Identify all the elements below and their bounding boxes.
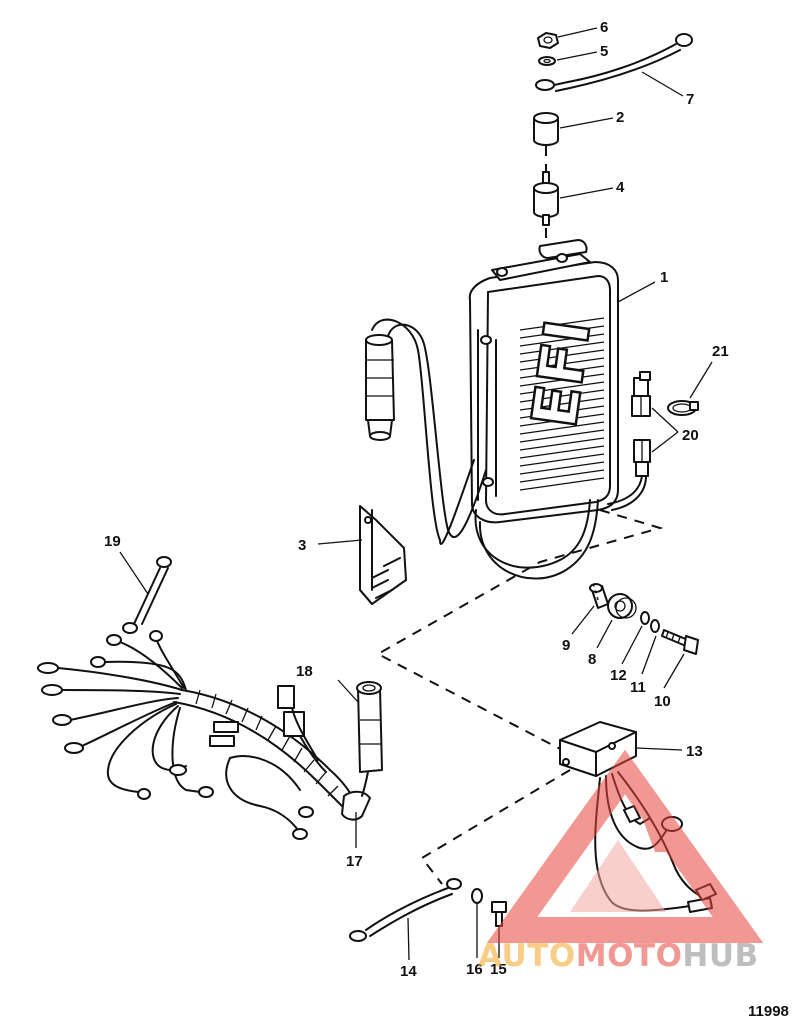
connector-18 <box>356 681 383 797</box>
callout-14: 14 <box>400 963 417 980</box>
watermark-triangle-icon <box>486 749 764 943</box>
watermark-logo: AUTOMOTOHUB <box>478 749 764 974</box>
callout-2: 2 <box>616 109 624 126</box>
callout-10: 10 <box>654 693 671 710</box>
callout-9: 9 <box>562 637 570 654</box>
callout-7: 7 <box>686 91 694 108</box>
nut-6 <box>537 32 559 49</box>
washer-5 <box>538 56 556 66</box>
wiring-harness-17 <box>37 630 371 840</box>
callout-17: 17 <box>346 853 363 870</box>
connector-20-lower <box>607 439 651 511</box>
callout-20: 20 <box>682 427 699 444</box>
module-harness-cable <box>365 318 599 580</box>
module-lettering: EFI <box>518 315 605 432</box>
callout-3: 3 <box>298 537 306 554</box>
ground-strap-14 <box>349 878 462 942</box>
watermark-text-auto: AUTO <box>478 938 576 974</box>
connector-20-upper <box>631 371 651 417</box>
spacer-2 <box>533 112 559 146</box>
stud-4 <box>533 171 559 226</box>
leader-lines <box>119 27 713 961</box>
washer-12 <box>640 611 650 625</box>
watermark-text-hub: HUB <box>682 938 758 974</box>
callout-6: 6 <box>600 19 608 36</box>
callout-16: 16 <box>466 961 483 978</box>
callout-15: 15 <box>490 961 507 978</box>
watermark-text-moto: MOTO <box>576 938 683 974</box>
callout-21: 21 <box>712 343 729 360</box>
callout-11: 11 <box>630 679 646 696</box>
callout-labels: 6 5 7 2 4 1 21 20 3 19 9 8 12 11 10 13 1… <box>104 19 789 1020</box>
mounting-bracket-3 <box>359 505 407 605</box>
ground-strap-7 <box>535 33 693 92</box>
callout-13: 13 <box>686 743 703 760</box>
callout-4: 4 <box>616 179 625 196</box>
washer-16 <box>471 888 483 904</box>
callout-19: 19 <box>104 533 121 550</box>
figure-number: 11998 <box>748 1003 789 1020</box>
bolt-10 <box>661 629 699 655</box>
sleeve-9 <box>589 583 609 609</box>
callout-8: 8 <box>588 651 596 668</box>
callout-1: 1 <box>660 269 668 286</box>
grommet-8 <box>607 593 637 619</box>
washer-11 <box>650 619 660 633</box>
callout-18: 18 <box>296 663 313 680</box>
ground-strap-19 <box>122 556 172 634</box>
efi-module-1: EFI <box>468 239 619 524</box>
svg-text:AUTOMOTOHUB: AUTOMOTOHUB <box>478 938 759 974</box>
callout-5: 5 <box>600 43 608 60</box>
hose-clamp-21 <box>667 400 699 416</box>
callout-12: 12 <box>610 667 627 684</box>
